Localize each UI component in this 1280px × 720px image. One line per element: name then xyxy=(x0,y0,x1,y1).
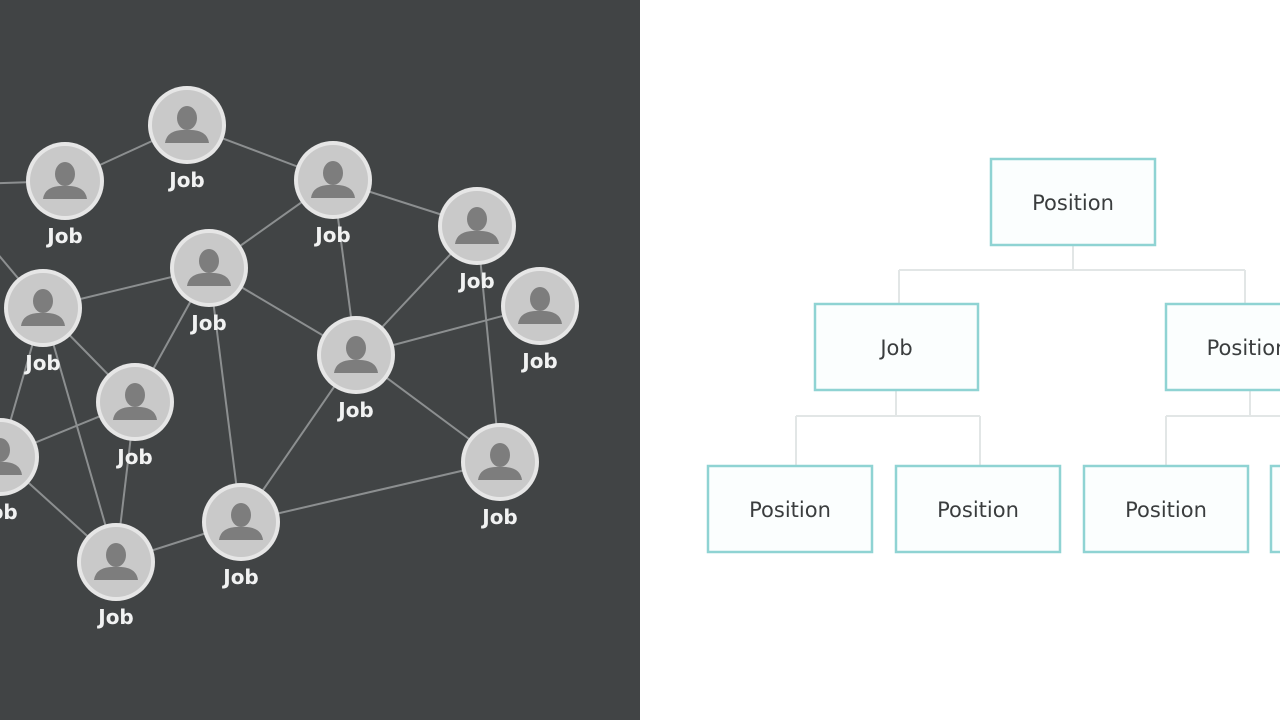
job-label: Job xyxy=(189,311,227,335)
org-box-frame xyxy=(1164,302,1280,392)
job-node: Job xyxy=(148,86,226,192)
job-label: Job xyxy=(480,505,518,529)
org-box-frame xyxy=(706,464,874,554)
job-node: Job xyxy=(4,269,82,375)
person-icon xyxy=(0,438,22,475)
person-icon xyxy=(455,207,499,244)
org-box-frame xyxy=(1082,464,1250,554)
person-icon xyxy=(478,443,522,480)
person-icon xyxy=(94,543,138,580)
person-icon xyxy=(43,162,87,199)
job-label: Job xyxy=(96,605,134,629)
org-box-frame xyxy=(894,464,1062,554)
job-label: Job xyxy=(45,224,83,248)
org-box-frame xyxy=(1269,464,1280,554)
job-node: Job xyxy=(77,523,155,629)
job-label: Job xyxy=(520,349,558,373)
job-label: Job xyxy=(167,168,205,192)
job-node: Job xyxy=(170,229,248,335)
org-box-label: Position xyxy=(749,498,831,522)
job-label: Job xyxy=(336,398,374,422)
network-edge xyxy=(208,267,242,523)
person-icon xyxy=(113,383,157,420)
org-box: Position xyxy=(1082,464,1250,554)
org-chart-panel: PositionJobPositionPositionPositionPosit… xyxy=(640,0,1280,720)
job-node: Job xyxy=(26,142,104,248)
job-label: Job xyxy=(0,500,18,524)
person-icon xyxy=(219,503,263,540)
org-box-label: Position xyxy=(1032,191,1114,215)
org-box-frame xyxy=(813,302,980,392)
person-icon xyxy=(165,106,209,143)
job-node: Job xyxy=(317,316,395,422)
job-node: Job xyxy=(0,418,39,524)
job-node: Job xyxy=(501,267,579,373)
job-label: Job xyxy=(313,223,351,247)
person-icon xyxy=(187,249,231,286)
person-icon xyxy=(21,289,65,326)
network-edge xyxy=(42,307,117,563)
org-box: Position xyxy=(1164,302,1280,392)
org-chart-diagram: PositionJobPositionPositionPositionPosit… xyxy=(706,157,1280,554)
org-box: Position xyxy=(706,464,874,554)
network-diagram: JobJobJobJobJobJobJobJobJobJobJobJobJobJ… xyxy=(0,86,579,629)
org-box: Job xyxy=(813,302,980,392)
job-node: Job xyxy=(294,141,372,247)
network-edge xyxy=(240,461,501,523)
job-label: Job xyxy=(23,351,61,375)
job-node: Job xyxy=(461,423,539,529)
org-box-label: Position xyxy=(1207,336,1280,360)
network-panel: JobJobJobJobJobJobJobJobJobJobJobJobJobJ… xyxy=(0,0,640,720)
org-box xyxy=(1269,464,1280,554)
job-label: Job xyxy=(457,269,495,293)
job-node: Job xyxy=(202,483,280,589)
person-icon xyxy=(518,287,562,324)
person-icon xyxy=(334,336,378,373)
job-node: Job xyxy=(96,363,174,469)
org-box-label: Position xyxy=(937,498,1019,522)
network-edge xyxy=(476,225,501,463)
job-label: Job xyxy=(221,565,259,589)
job-node: Job xyxy=(438,187,516,293)
org-box-label: Position xyxy=(1125,498,1207,522)
org-box-frame xyxy=(989,157,1157,247)
org-box: Position xyxy=(989,157,1157,247)
person-icon xyxy=(311,161,355,198)
job-label: Job xyxy=(115,445,153,469)
org-box: Position xyxy=(894,464,1062,554)
org-box-label: Job xyxy=(878,336,912,360)
